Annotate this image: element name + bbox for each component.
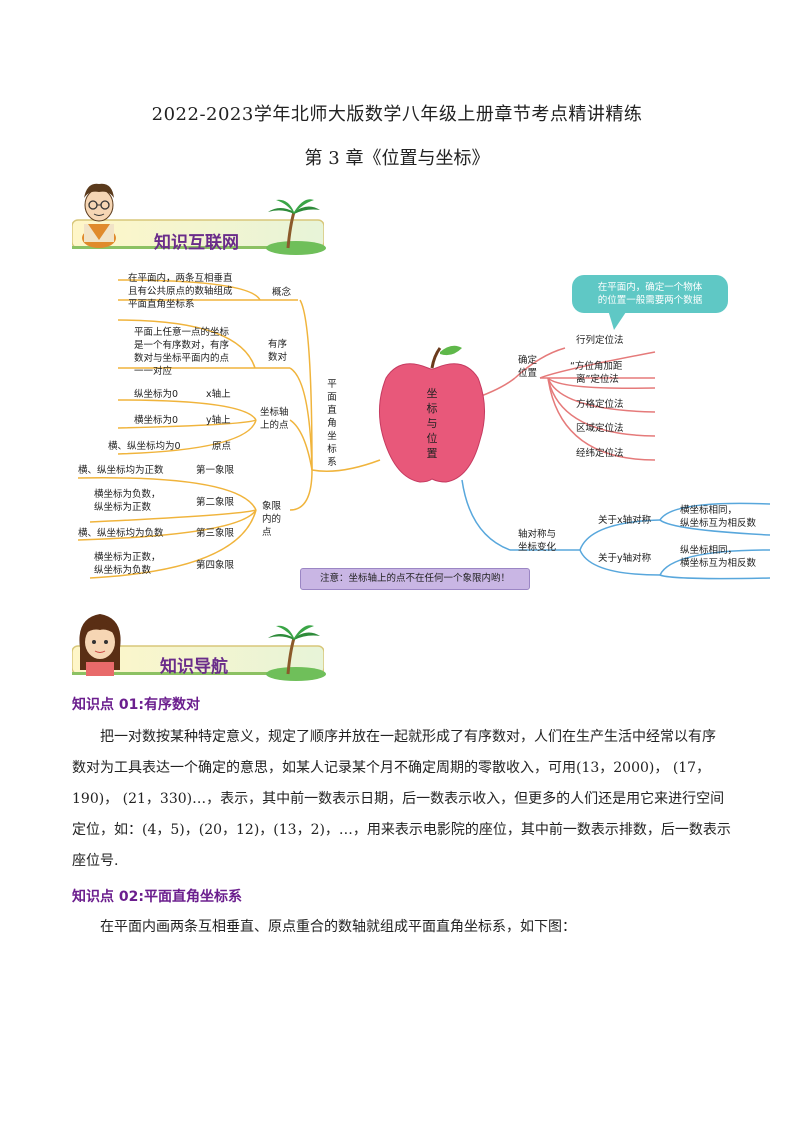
document-title: 2022-2023学年北师大版数学八年级上册章节考点精讲精练 xyxy=(151,104,643,125)
paragraph-line: 把一对数按某种特定意义，规定了顺序并放在一起就形成了有序数对，人们在生产生活中经… xyxy=(100,729,716,745)
symmetry-desc: 横坐标相同， 纵坐标互为相反数 xyxy=(680,504,756,530)
concept-text: 在平面内，两条互相垂直 且有公共原点的数轴组成 平面直角坐标系 xyxy=(128,272,233,311)
branch-char: 平 xyxy=(327,379,337,390)
quadrant-name: 第四象限 xyxy=(196,560,235,571)
label-line: 内的 xyxy=(262,514,282,525)
concept-label: 概念 xyxy=(272,287,292,298)
text-line: 纵坐标互为相反数 xyxy=(680,518,757,529)
symmetry-item: 关于y轴对称 xyxy=(598,553,652,564)
label-line: 轴对称与 xyxy=(518,529,557,540)
paragraph-line: 190)， (21，330)…，表示，其中前一数表示日期，后一数表示收入，但更多… xyxy=(72,791,725,807)
text-line: 在平面内，两条互相垂直 xyxy=(128,273,233,284)
locate-label: 确定 位置 xyxy=(518,354,537,380)
branch-char: 标 xyxy=(327,444,337,455)
text-line: 纵坐标相同， xyxy=(680,545,738,556)
text-line: 在平面内，确定一个物体 xyxy=(597,282,703,293)
apple-center-label: 坐 标 与 位 置 xyxy=(424,386,440,461)
branch-char: 系 xyxy=(327,457,337,468)
branch-char: 坐 xyxy=(327,431,337,442)
section-body: 在平面内画两条互相垂直、原点重合的数轴就组成平面直角坐标系，如下图： xyxy=(72,912,732,943)
center-char: 置 xyxy=(426,447,438,460)
locate-item: 离”定位法 xyxy=(576,374,619,385)
axis-cond: 横、纵坐标均为0 xyxy=(108,441,181,452)
section-heading: 知识点 02:平面直角坐标系 xyxy=(72,889,242,905)
label-line: 位置 xyxy=(518,368,538,379)
center-char: 标 xyxy=(426,402,438,415)
axis-name: x轴上 xyxy=(206,389,231,400)
quadrants-label: 象限 内的 点 xyxy=(262,500,281,539)
banner-label: 知识导航 xyxy=(160,657,228,677)
paragraph-line: 数对为工具表达一个确定的意思，如某人记录某个月不确定周期的零散收入，可用(13，… xyxy=(72,760,711,776)
quadrant-name: 第一象限 xyxy=(196,465,235,476)
axis-points-label: 坐标轴 上的点 xyxy=(260,406,289,432)
quadrant-cond: 横、纵坐标均为正数 xyxy=(78,465,164,476)
section-heading: 知识点 01:有序数对 xyxy=(72,697,200,713)
center-char: 位 xyxy=(426,432,438,445)
text-line: 平面直角坐标系 xyxy=(128,299,195,310)
axis-cond: 横坐标为0 xyxy=(134,415,179,426)
axis-cond: 纵坐标为0 xyxy=(134,389,179,400)
text-line: 的位置一般需要两个数据 xyxy=(597,295,703,306)
text-line: 纵坐标为负数 xyxy=(94,565,152,576)
symmetry-desc: 纵坐标相同， 横坐标互为相反数 xyxy=(680,544,756,570)
paragraph-line: 座位号. xyxy=(72,853,119,869)
paragraph-line: 在平面内画两条互相垂直、原点重合的数轴就组成平面直角坐标系，如下图： xyxy=(100,919,576,935)
quadrant-name: 第二象限 xyxy=(196,497,235,508)
locate-item: 区域定位法 xyxy=(576,423,624,434)
text-line: 横坐标相同， xyxy=(680,505,738,516)
text-line: 一一对应 xyxy=(134,366,173,377)
center-char: 坐 xyxy=(426,387,438,400)
text-line: 纵坐标为正数 xyxy=(94,502,152,513)
mind-map-diagram xyxy=(77,279,771,580)
banner-background xyxy=(72,219,324,249)
paragraph-line: 定位，如：(4，5)，(20，12)，(13，2)，…，用来表示电影院的座位，其… xyxy=(72,822,731,838)
banner-background xyxy=(72,645,324,675)
text-line: 且有公共原点的数轴组成 xyxy=(128,286,233,297)
palm-tree-icon xyxy=(266,199,326,255)
quadrant-cond: 横、纵坐标均为负数 xyxy=(78,528,164,539)
locate-item: 行列定位法 xyxy=(576,335,624,346)
note-box: 注意：坐标轴上的点不在任何一个象限内哟！ xyxy=(300,568,530,590)
palm-tree-icon xyxy=(266,625,326,681)
branch-char: 角 xyxy=(327,418,337,429)
branch-char: 面 xyxy=(327,392,337,403)
text-line: 平面上任意一点的坐标 xyxy=(134,327,230,338)
cartoon-girl-icon xyxy=(79,614,121,676)
chapter-title: 第 3 章《位置与坐标》 xyxy=(304,148,490,169)
label-line: 数对 xyxy=(268,352,288,363)
locate-item: 经纬定位法 xyxy=(576,448,624,459)
banner-knowledge-navigation: 知识导航 xyxy=(72,640,324,680)
axis-name: 原点 xyxy=(212,441,232,452)
label-line: 坐标轴 xyxy=(260,407,289,418)
cartoon-boy-icon xyxy=(82,183,116,248)
axis-name: y轴上 xyxy=(206,415,231,426)
quadrant-cond: 横坐标为正数， 纵坐标为负数 xyxy=(94,551,161,577)
text-line: 横坐标互为相反数 xyxy=(680,558,757,569)
symmetry-item: 关于x轴对称 xyxy=(598,515,652,526)
label-line: 坐标变化 xyxy=(518,542,557,553)
locate-item: “方位角加距 xyxy=(570,361,623,372)
text-line: 是一个有序数对，有序 xyxy=(134,340,230,351)
text-line: 横坐标为正数， xyxy=(94,552,161,563)
label-line: 确定 xyxy=(518,355,538,366)
locate-item: 方格定位法 xyxy=(576,399,624,410)
ordered-pair-label: 有序 数对 xyxy=(268,338,287,364)
center-char: 与 xyxy=(426,417,438,430)
hint-bubble: 在平面内，确定一个物体 的位置一般需要两个数据 xyxy=(572,275,728,313)
label-line: 有序 xyxy=(268,339,288,350)
quadrant-name: 第三象限 xyxy=(196,528,235,539)
symmetry-label: 轴对称与 坐标变化 xyxy=(518,528,556,554)
banner-knowledge-network: 知识互联网 xyxy=(72,212,324,253)
banner-label: 知识互联网 xyxy=(154,233,239,253)
branch-plane-coordinate-system: 平 面 直 角 坐 标 系 xyxy=(326,378,338,469)
ordered-pair-text: 平面上任意一点的坐标 是一个有序数对，有序 数对与坐标平面内的点 一一对应 xyxy=(134,326,229,378)
text-line: 横坐标为负数， xyxy=(94,489,161,500)
branch-char: 直 xyxy=(327,405,337,416)
label-line: 象限 xyxy=(262,501,282,512)
label-line: 上的点 xyxy=(260,420,289,431)
label-line: 点 xyxy=(262,527,272,538)
text-line: 数对与坐标平面内的点 xyxy=(134,353,230,364)
section-body: 把一对数按某种特定意义，规定了顺序并放在一起就形成了有序数对，人们在生产生活中经… xyxy=(72,722,732,877)
quadrant-cond: 横坐标为负数， 纵坐标为正数 xyxy=(94,488,161,514)
